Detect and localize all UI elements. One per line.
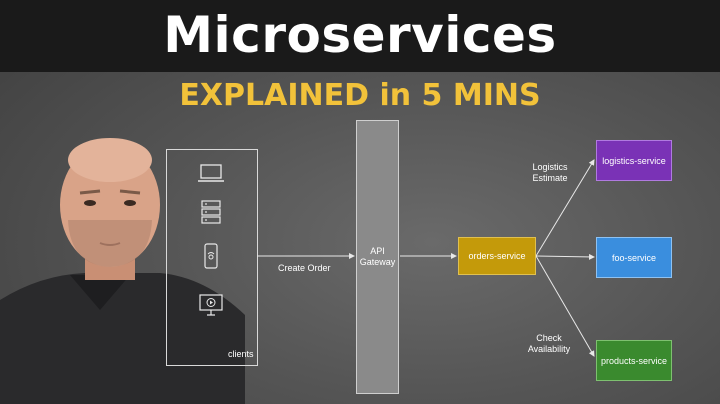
foo-service-node: foo-service	[596, 237, 672, 278]
arrow-orders-logistics	[535, 159, 595, 257]
clients-label: clients	[228, 349, 254, 359]
orders-service-node: orders-service	[458, 237, 536, 275]
edge-label-check-availability: Check Availability	[526, 333, 572, 355]
presenter-photo	[0, 138, 245, 404]
page-title: Microservices	[163, 6, 557, 64]
api-gateway-label-line: API	[370, 246, 385, 256]
logistics-service-node: logistics-service	[596, 140, 672, 181]
products-service-node: products-service	[596, 340, 672, 381]
phone-icon	[204, 243, 218, 269]
edge-label-line: Estimate	[532, 173, 568, 183]
api-gateway-box	[356, 120, 399, 394]
edge-label-line: Availability	[527, 344, 571, 354]
arrow-orders-foo	[535, 253, 595, 260]
edge-label-logistics-estimate: Logistics Estimate	[528, 162, 572, 184]
edge-label-create-order: Create Order	[278, 263, 331, 273]
edge-label-line: Logistics	[532, 162, 568, 172]
page-subtitle: EXPLAINED in 5 MINS	[179, 78, 541, 113]
api-gateway-label-line: Gateway	[359, 257, 396, 267]
api-gateway-label: API Gateway	[356, 246, 399, 268]
clients-box	[166, 149, 258, 366]
edge-label-line: Check	[536, 333, 562, 343]
server-icon	[201, 200, 221, 224]
monitor-icon	[199, 294, 223, 316]
arrow-orders-products	[535, 255, 595, 357]
title-bar	[0, 0, 720, 72]
laptop-icon	[198, 164, 224, 182]
